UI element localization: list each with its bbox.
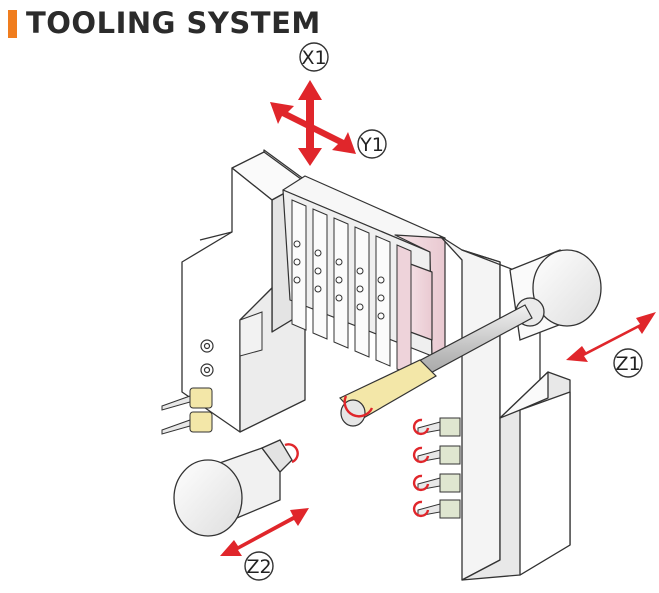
axis-label-z1: Z1 xyxy=(613,348,643,378)
z2-arrow xyxy=(220,508,309,556)
clamp-screw xyxy=(377,276,385,284)
axis-label-y1: Y1 xyxy=(357,129,387,159)
clamp-screw xyxy=(335,294,343,302)
clamp-screw xyxy=(377,312,385,320)
rotation-arrows xyxy=(284,395,430,518)
tool-slot xyxy=(396,244,412,376)
clamp-screw xyxy=(377,294,385,302)
z2-spindle xyxy=(173,439,293,537)
right-drill-tools xyxy=(417,417,461,519)
axis-label-x1: X1 xyxy=(299,42,329,72)
clamp-screw xyxy=(314,267,322,275)
column-holes xyxy=(200,339,214,377)
tool-slot xyxy=(354,226,370,358)
clamp-screw xyxy=(293,276,301,284)
page-title: TOOLING SYSTEM xyxy=(26,6,321,40)
left-drill-tools xyxy=(161,311,263,435)
tool-slot xyxy=(312,208,328,340)
svg-text:Z2: Z2 xyxy=(246,556,271,578)
axis-label-z2: Z2 xyxy=(244,551,274,581)
clamp-screw xyxy=(356,285,364,293)
clamp-screw xyxy=(356,303,364,311)
svg-text:Y1: Y1 xyxy=(359,134,384,156)
z1-arrow xyxy=(566,312,656,362)
tool-slot xyxy=(291,199,307,331)
clamp-screw xyxy=(314,249,322,257)
direction-arrows xyxy=(220,80,656,556)
title-accent-bar xyxy=(8,10,17,38)
tool-slot xyxy=(375,235,391,367)
clamp-screw xyxy=(335,258,343,266)
svg-text:Z1: Z1 xyxy=(615,353,640,375)
clamp-screw xyxy=(356,267,364,275)
boring-bar xyxy=(339,304,533,427)
z1-spindle xyxy=(509,249,602,341)
clamp-screw xyxy=(293,258,301,266)
clamp-screw xyxy=(335,276,343,284)
clamp-screw xyxy=(293,240,301,248)
svg-text:X1: X1 xyxy=(301,47,326,69)
clamp-screw xyxy=(314,285,322,293)
tool-slot xyxy=(333,217,349,349)
y1-arrow xyxy=(270,102,356,154)
